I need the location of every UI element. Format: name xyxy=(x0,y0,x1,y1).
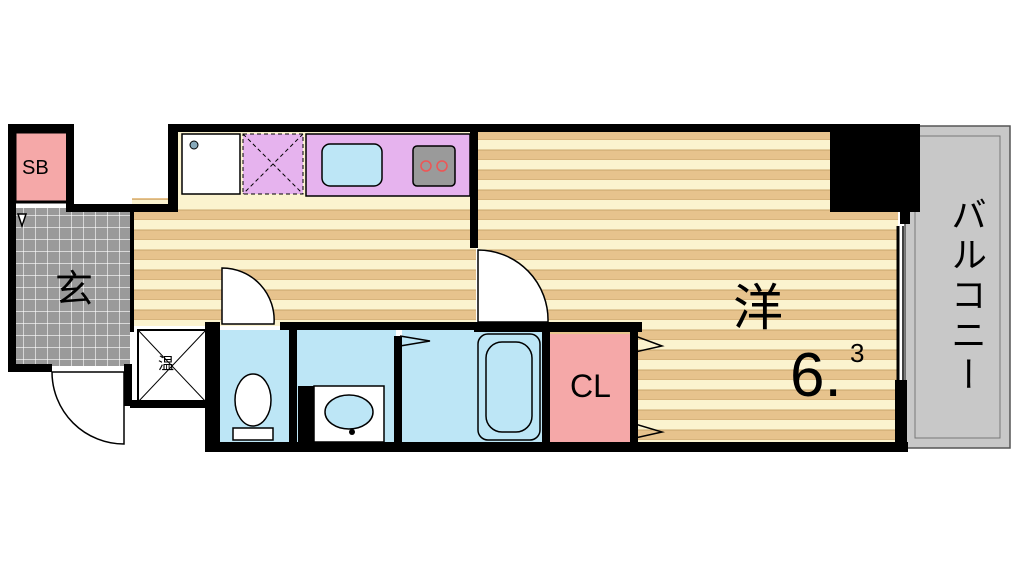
shoe-box-label: SB xyxy=(22,157,49,179)
washbasin xyxy=(324,394,374,430)
entrance-label: 玄 xyxy=(55,267,94,311)
western-room-label: 洋 xyxy=(733,279,783,337)
water-heater-label: 温 xyxy=(158,354,175,373)
toilet-tank xyxy=(232,427,274,441)
balcony-area xyxy=(904,125,1011,449)
corridor-floor xyxy=(132,198,476,326)
toilet-bowl xyxy=(234,373,272,427)
walls xyxy=(8,124,920,452)
balcony-label: バルコニー xyxy=(945,196,986,396)
kitchen-sink xyxy=(321,143,383,187)
room-area-value: 6. xyxy=(790,341,842,410)
stove xyxy=(412,145,456,187)
entrance-floor xyxy=(16,208,130,366)
room-area-decimal: 3 xyxy=(850,338,865,368)
doors xyxy=(16,213,904,445)
closet-label: CL xyxy=(570,368,611,404)
closet xyxy=(548,334,630,442)
